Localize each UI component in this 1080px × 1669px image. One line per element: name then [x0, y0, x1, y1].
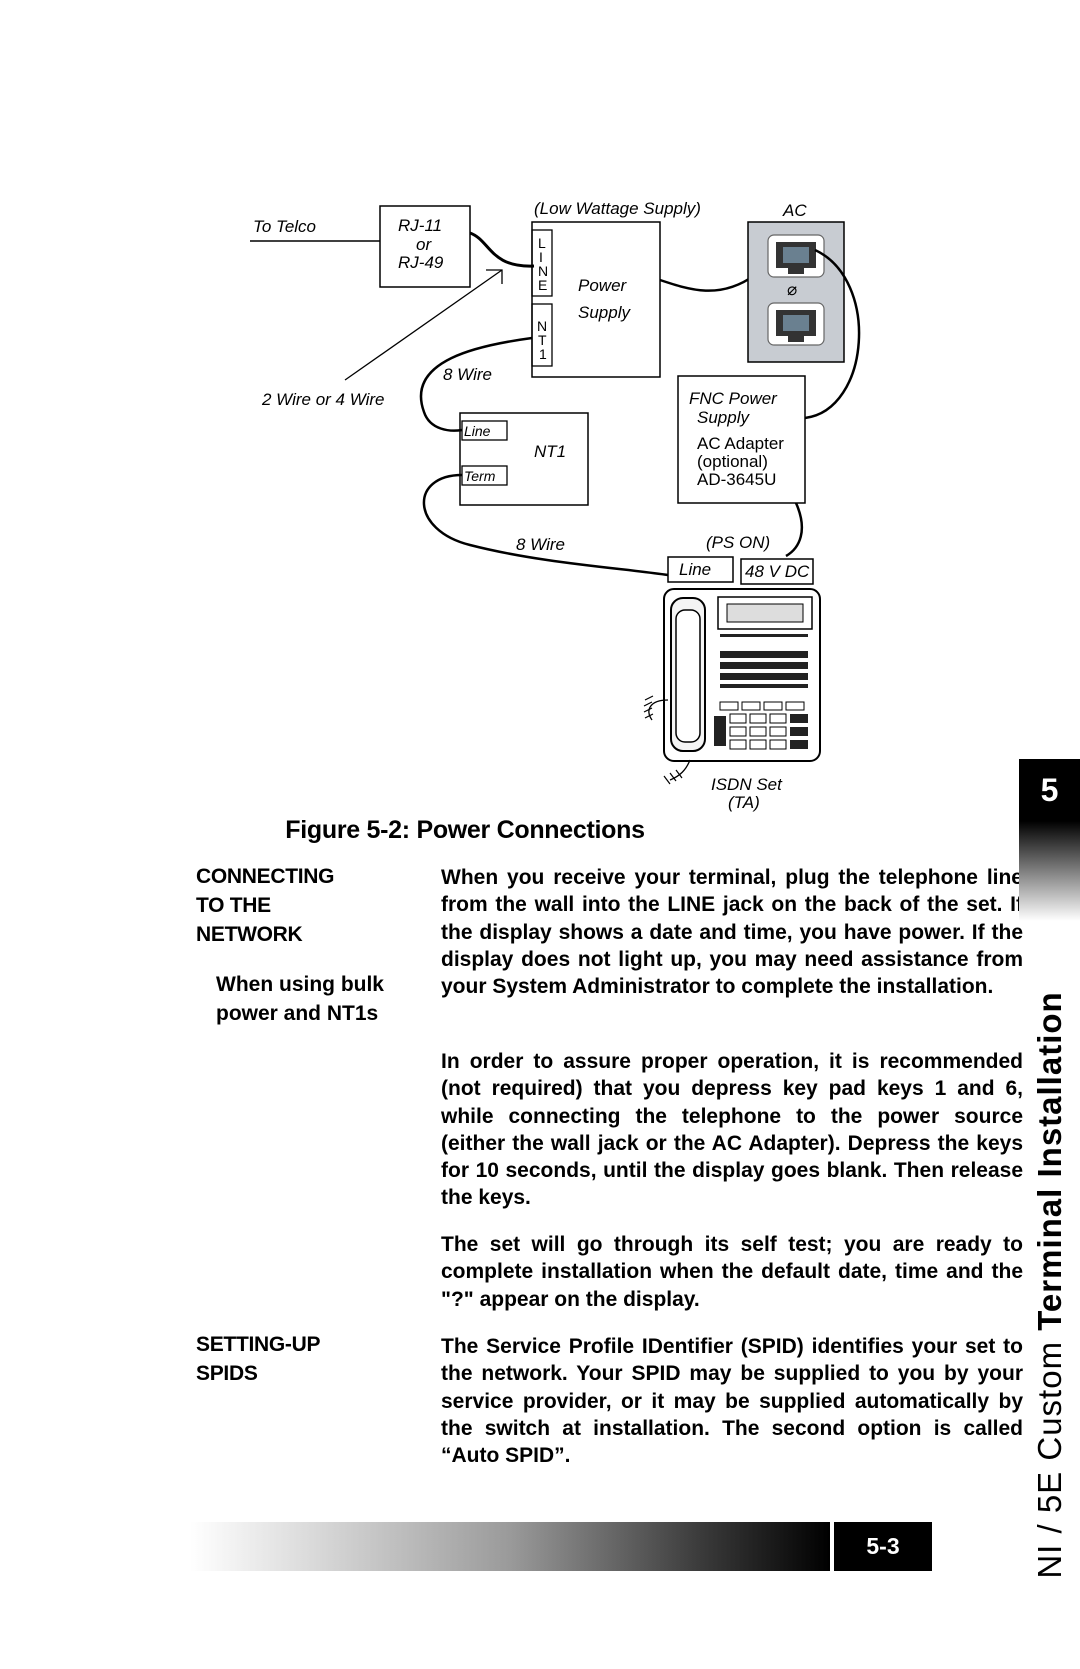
chapter-tab-number: 5 [1040, 771, 1059, 808]
figure-caption-text: Figure 5-2: Power Connections [285, 816, 645, 844]
setting-up-spids-heading: SETTING-UP SPIDS [196, 1330, 320, 1388]
paragraph-connect: When you receive your terminal, plug the… [441, 866, 1023, 999]
page-number: 5-3 [866, 1533, 900, 1559]
model-label: AD-3645U [697, 470, 776, 489]
power-connections-diagram: To Telco RJ-11 or RJ-49 2 Wire or 4 Wire… [250, 199, 861, 812]
optional-label: (optional) [697, 452, 768, 471]
setting-up-spids-heading-line: SETTING-UP [196, 1333, 321, 1356]
power-label: Power [578, 276, 628, 295]
rj49-label: RJ-49 [398, 253, 444, 272]
or-label: or [416, 235, 432, 254]
setting-up-spids-heading-line: SPIDS [196, 1362, 258, 1385]
ground-symbol: ⌀ [787, 280, 797, 299]
ps-on-label: (PS ON) [706, 533, 770, 552]
vertical-title-normal: NI / 5E Custom [1031, 1340, 1068, 1579]
page-number-box: 5-3 [834, 1522, 932, 1571]
rj11-label: RJ-11 [398, 216, 442, 235]
bulk-power-subheading: When using bulk power and NT1s [216, 970, 384, 1028]
isdn-set-label: ISDN Set [711, 775, 783, 794]
line-jack-letter: N [538, 263, 548, 279]
dc-48v-label: 48 V DC [745, 562, 810, 581]
chapter-tab: 5 [1019, 759, 1080, 821]
chapter-tab-gradient [1019, 821, 1080, 921]
footer-gradient-bar [190, 1522, 830, 1571]
nt1-jack-letter: N [537, 318, 547, 334]
nt1-line-label: Line [464, 423, 491, 439]
connecting-heading-line: CONNECTING [196, 865, 335, 888]
supply-label: Supply [578, 303, 631, 322]
eight-wire-top-label: 8 Wire [443, 365, 492, 384]
nt1-term-label: Term [464, 468, 496, 484]
fnc-power-label: FNC Power [689, 389, 778, 408]
phone-line-label: Line [679, 560, 711, 579]
line-jack-letter: E [538, 277, 547, 293]
connecting-heading-line: NETWORK [196, 923, 303, 946]
bulk-power-subheading-line: When using bulk [216, 973, 384, 996]
nt1-label: NT1 [534, 442, 566, 461]
figure-caption: Figure 5-2: Power Connections [0, 816, 1080, 845]
ac-label: AC [782, 201, 807, 220]
isdn-telephone [643, 588, 821, 785]
bulk-power-subheading-line: power and NT1s [216, 1002, 379, 1025]
connecting-heading: CONNECTING TO THE NETWORK [196, 862, 334, 949]
line-jack-letter: L [538, 235, 546, 251]
two-or-four-wire-label: 2 Wire or 4 Wire [261, 390, 385, 409]
fnc-power-supply-box [677, 375, 806, 504]
low-wattage-label: (Low Wattage Supply) [534, 199, 701, 218]
vertical-section-title: NI / 5E Custom Terminal Installation [1031, 991, 1069, 1578]
connecting-heading-line: TO THE [196, 894, 271, 917]
nt1-jack-letter: 1 [539, 346, 547, 362]
to-telco-label: To Telco [253, 217, 316, 236]
ac-adapter-label: AC Adapter [697, 434, 784, 453]
vertical-title-bold: Terminal Installation [1031, 991, 1068, 1331]
nt1-jack-letter: T [538, 332, 547, 348]
power-supply-box [531, 221, 661, 378]
fnc-supply-label: Supply [697, 408, 750, 427]
ta-label: (TA) [728, 793, 760, 812]
eight-wire-bottom-label: 8 Wire [516, 535, 565, 554]
line-jack-letter: I [539, 249, 543, 265]
paragraph-spid: The Service Profile IDentifier (SPID) id… [441, 1335, 1023, 1468]
paragraph-self-test: The set will go through its self test; y… [441, 1233, 1023, 1311]
nt1-box [459, 412, 589, 506]
rj-jack-box [379, 205, 471, 288]
paragraph-keypad: In order to assure proper operation, it … [441, 1050, 1023, 1210]
